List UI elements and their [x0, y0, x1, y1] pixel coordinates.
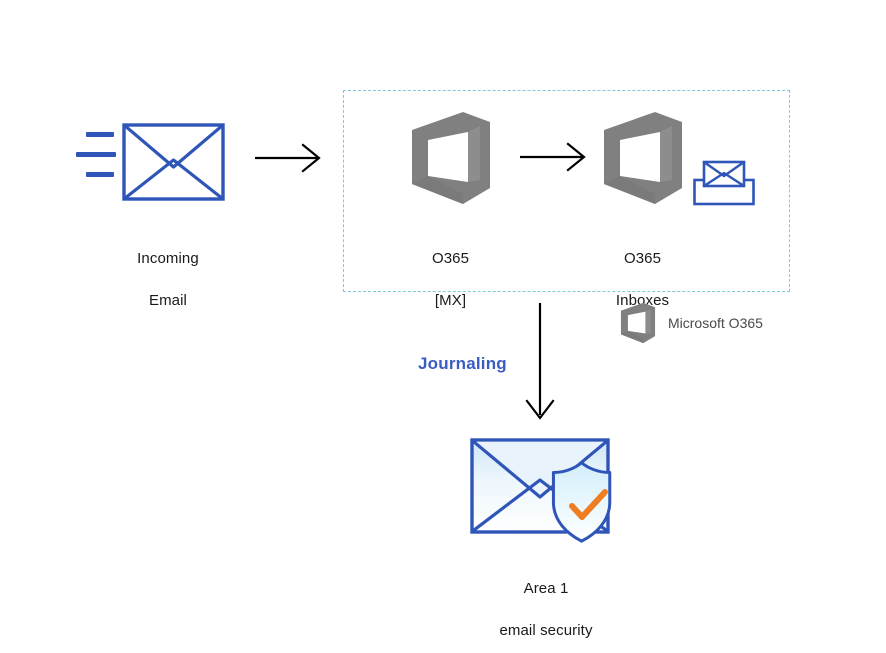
area1-caption-line2: email security [499, 622, 593, 639]
journaling-label: Journaling [418, 354, 507, 373]
area1-caption-line1: Area 1 [523, 580, 569, 597]
o365-mx-caption-line1: O365 [431, 250, 470, 267]
arrow-right-icon [520, 142, 586, 172]
secure-email-shield-icon [470, 438, 612, 543]
arrow-down-icon [525, 303, 555, 420]
legend-microsoft-o365: Microsoft O365 [618, 302, 763, 344]
o365-inboxes-caption: O365 Inboxes [575, 227, 710, 332]
incoming-email-caption-line1: Incoming [137, 250, 199, 267]
office-365-icon [620, 302, 656, 344]
incoming-email-caption: Incoming Email [98, 227, 238, 332]
open-envelope-icon [693, 160, 755, 206]
office-365-icon [604, 112, 682, 204]
arrow-incoming-to-mx [255, 143, 323, 173]
incoming-email-caption-line2: Email [148, 292, 187, 309]
o365-inboxes-icon-group [598, 110, 688, 206]
incoming-email-icon-group [76, 122, 226, 210]
o365-mx-caption: O365 [MX] [383, 227, 518, 332]
arrow-right-icon [255, 143, 321, 173]
arrow-inboxes-to-area1 [522, 303, 558, 421]
envelope-icon [76, 123, 225, 201]
o365-mx-icon-group [406, 110, 496, 206]
o365-zone-boundary [343, 90, 790, 292]
area1-icon-group [468, 432, 636, 552]
office-365-icon [412, 112, 490, 204]
inbox-envelope-group [693, 159, 755, 207]
legend-label: Microsoft O365 [668, 315, 763, 331]
o365-inboxes-caption-line1: O365 [623, 250, 662, 267]
o365-mx-caption-line2: [MX] [434, 292, 467, 309]
arrow-mx-to-inboxes [520, 142, 588, 172]
area1-caption: Area 1 email security [462, 557, 630, 653]
o365-inboxes-caption-line2: Inboxes [615, 292, 670, 309]
